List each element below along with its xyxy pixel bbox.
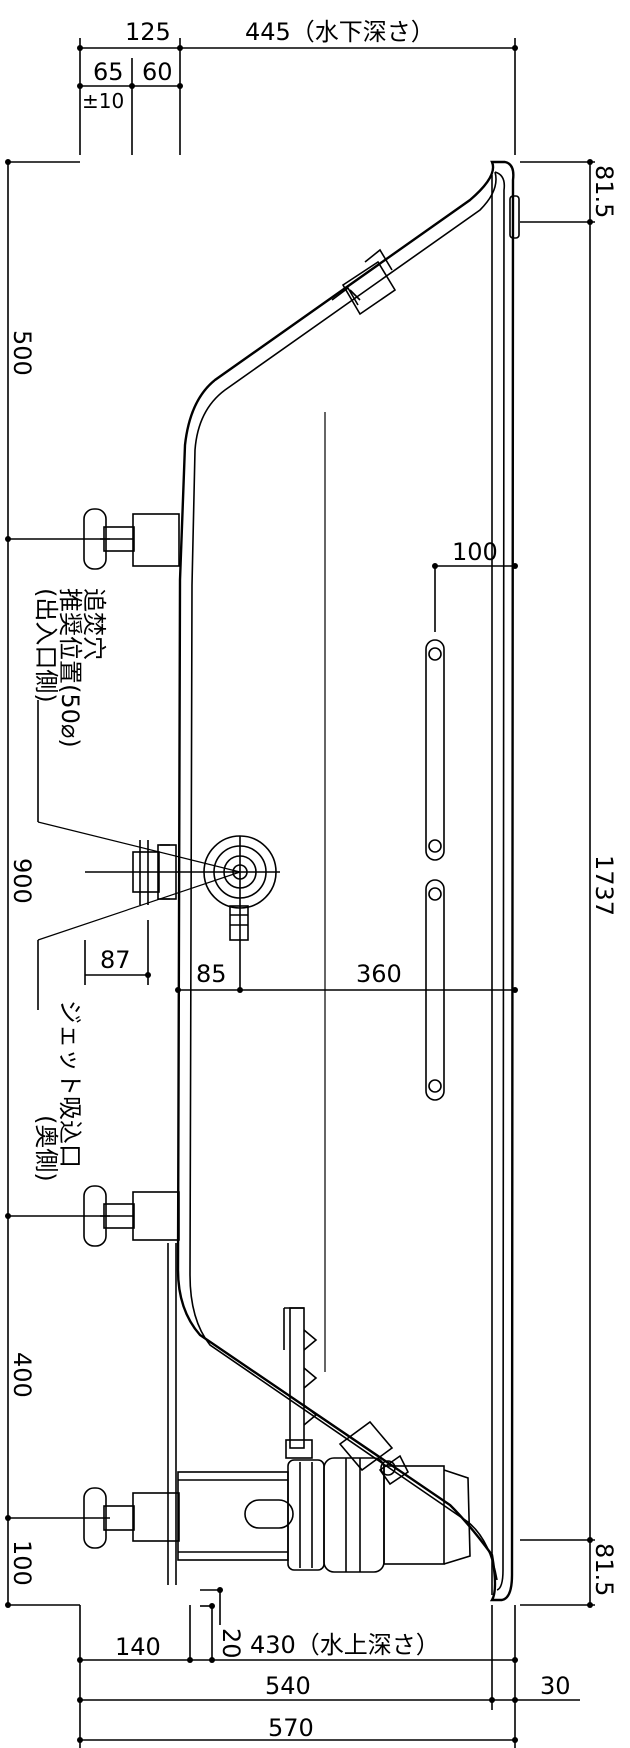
jet-suction-assembly — [37, 700, 280, 1010]
dim-inner-87: 87 — [100, 946, 131, 974]
dim-top-445: 445（水下深さ） — [245, 18, 435, 46]
leg-upper — [83, 508, 180, 570]
dim-bottom-20: 20 — [217, 1628, 245, 1659]
overflow-fitting-top — [331, 195, 520, 316]
left-dimensions: 500 900 400 100 — [5, 159, 110, 1608]
bottom-dimensions: 140 20 430（水上深さ） 540 30 570 — [77, 1587, 580, 1748]
dim-right-81-5-top: 81.5 — [590, 165, 618, 218]
handgrips: 100 — [425, 538, 518, 1101]
right-dimensions: 81.5 1737 81.5 — [520, 159, 618, 1608]
leg-lower — [83, 1185, 180, 1247]
support-legs — [83, 508, 180, 1585]
note-jet-line2: (奥側) — [32, 1115, 60, 1182]
dim-left-900: 900 — [8, 858, 36, 904]
dim-top-tol: ±10 — [82, 89, 124, 113]
dim-right-1737: 1737 — [590, 855, 618, 916]
dim-left-400: 400 — [8, 1352, 36, 1398]
dim-bottom-540: 540 — [265, 1672, 311, 1700]
top-dimensions: 125 445（水下深さ） 65 60 ±10 — [77, 18, 518, 155]
bathtub-body — [176, 160, 520, 1602]
dim-top-60: 60 — [142, 58, 173, 86]
note-reheat-line3: (出入口側) — [32, 588, 60, 703]
dim-bottom-430: 430（水上深さ） — [250, 1631, 440, 1659]
dim-top-65: 65 — [93, 58, 124, 86]
dim-bottom-30: 30 — [540, 1672, 571, 1700]
dim-bottom-140: 140 — [115, 1633, 161, 1661]
note-reheat-line2: 推奨位置(50⌀) — [56, 588, 84, 748]
dim-left-500: 500 — [8, 330, 36, 376]
dim-bottom-570: 570 — [268, 1714, 314, 1742]
dim-top-125: 125 — [125, 18, 171, 46]
inner-dimensions: 87 85 360 — [84, 920, 518, 993]
leg-bottom — [83, 1487, 180, 1549]
jet-suction-note: ジェット吸込口 (奥側) — [32, 1000, 84, 1182]
note-jet-line1: ジェット吸込口 — [56, 1000, 84, 1168]
dim-inner-360: 360 — [356, 960, 402, 988]
dim-inner-100: 100 — [452, 538, 498, 566]
reheat-port-note: 追焚穴 推奨位置(50⌀) (出入口側) — [32, 588, 108, 748]
dim-left-100: 100 — [8, 1540, 36, 1586]
tub-inner-shell — [189, 171, 506, 1591]
tub-outer-shell — [176, 160, 515, 1602]
dim-right-81-5-bottom: 81.5 — [590, 1543, 618, 1596]
pump-unit — [177, 1307, 471, 1573]
handgrip-upper — [425, 639, 445, 861]
note-reheat-line1: 追焚穴 — [80, 588, 108, 660]
dim-inner-85: 85 — [196, 960, 227, 988]
